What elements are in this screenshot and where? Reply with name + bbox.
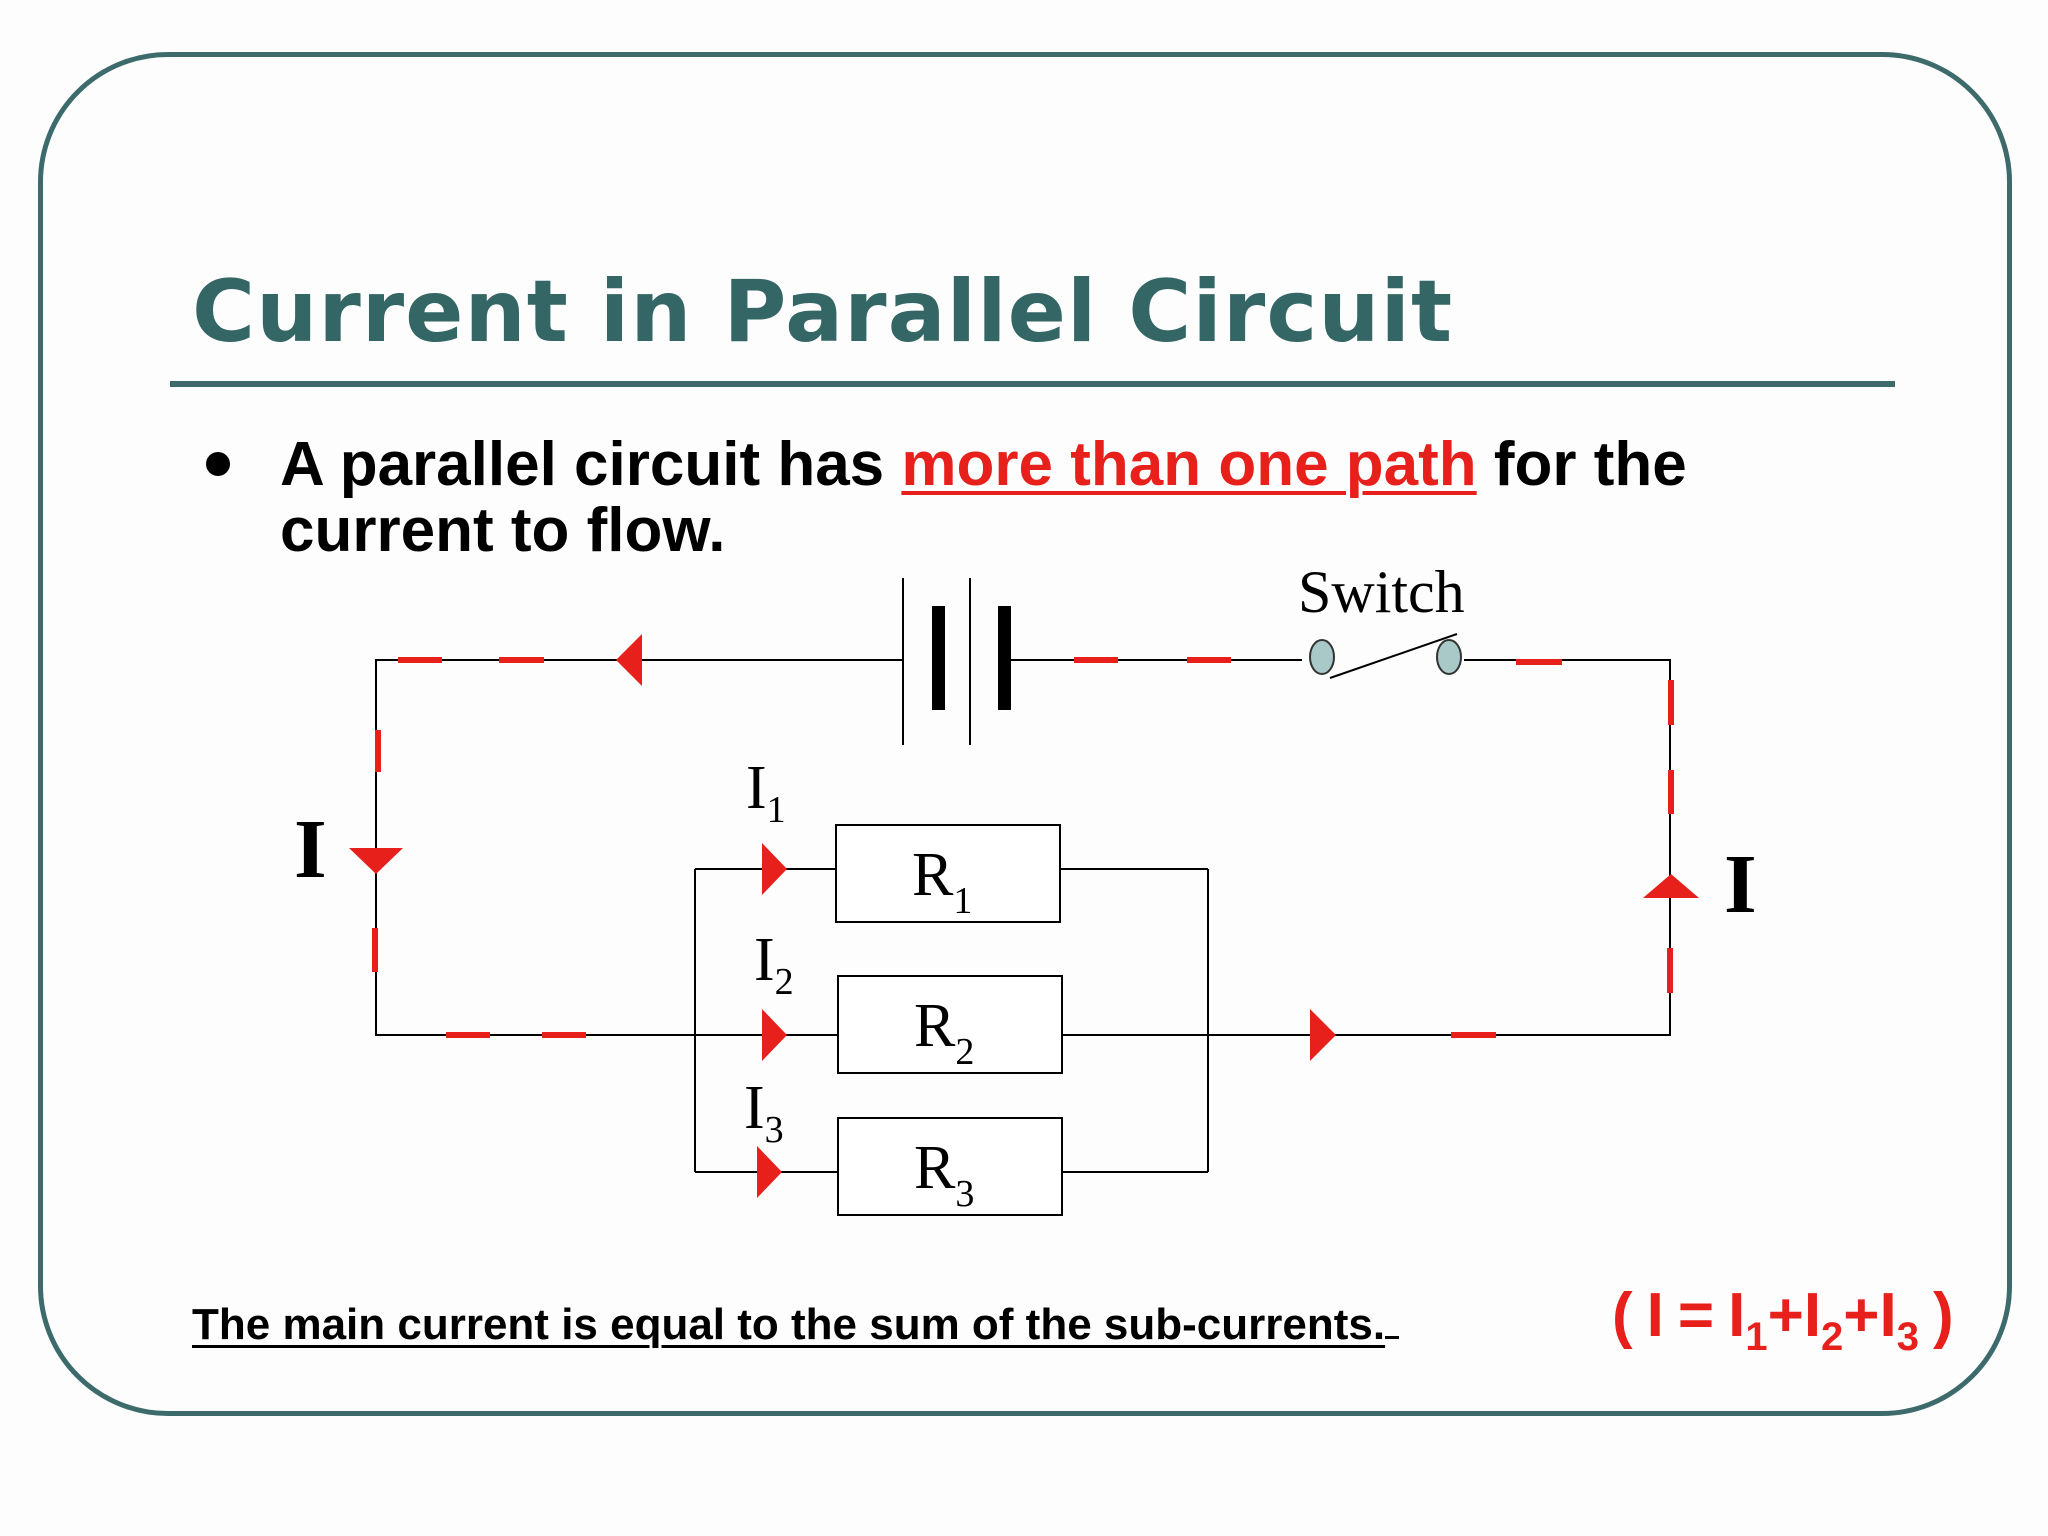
slide-frame <box>38 52 2012 1416</box>
resistor-r3-box <box>837 1117 1063 1216</box>
flow-arrow-down-icon <box>349 848 403 874</box>
title-underline <box>170 381 1895 387</box>
flow-arrow-left-icon <box>616 634 642 686</box>
slide-title: Current in Parallel Circuit <box>192 262 1454 362</box>
formula-open-paren: ( <box>1612 1281 1633 1350</box>
current-sum-formula: (I=I1+I2+I3) <box>1612 1280 1954 1359</box>
formula-lhs: I <box>1646 1281 1664 1350</box>
formula-term-3: +I3 <box>1843 1281 1919 1359</box>
switch-label: Switch <box>1298 559 1465 625</box>
resistor-r1-label: R1 <box>912 841 972 922</box>
resistor-r3-label: R3 <box>914 1134 974 1215</box>
main-current-label-right: I <box>1724 838 1757 931</box>
bullet-icon <box>206 452 230 476</box>
flow-arrow-branch3-icon <box>757 1146 782 1198</box>
resistor-r2-box <box>837 975 1063 1074</box>
branch-current-i2-label: I2 <box>754 926 794 1003</box>
battery-icon <box>902 578 1011 745</box>
wire-top-left <box>375 659 903 1036</box>
branch-current-i3-label: I3 <box>744 1074 784 1151</box>
flow-arrow-branch2-icon <box>762 1009 787 1061</box>
bullet-text-start: A parallel circuit has <box>280 430 902 499</box>
formula-term-1: I1 <box>1728 1281 1768 1359</box>
bullet-highlight: more than one path <box>901 430 1477 499</box>
flow-arrow-branch1-icon <box>762 843 787 895</box>
formula-equals: = <box>1677 1281 1715 1350</box>
flow-arrow-right-icon <box>1310 1009 1336 1061</box>
formula-close-paren: ) <box>1933 1281 1954 1350</box>
wire-right-side <box>1058 659 1671 1036</box>
bullet-text: A parallel circuit has more than one pat… <box>280 432 1900 564</box>
resistor-r1-box <box>835 824 1061 923</box>
switch-icon <box>1309 633 1462 679</box>
conclusion-underline-tail <box>1385 1296 1400 1339</box>
branch-current-i1-label: I1 <box>746 754 786 831</box>
conclusion-text: The main current is equal to the sum of … <box>192 1296 1400 1350</box>
resistor-r2-label: R2 <box>914 992 974 1073</box>
conclusion-sentence: The main current is equal to the sum of … <box>192 1300 1386 1349</box>
bullet-text-end: for the current to flow. <box>280 430 1687 565</box>
current-flow-dashes <box>372 657 1674 1038</box>
formula-term-2: +I2 <box>1767 1281 1844 1359</box>
flow-arrow-up-icon <box>1643 874 1699 898</box>
main-current-label-left: I <box>294 803 327 896</box>
